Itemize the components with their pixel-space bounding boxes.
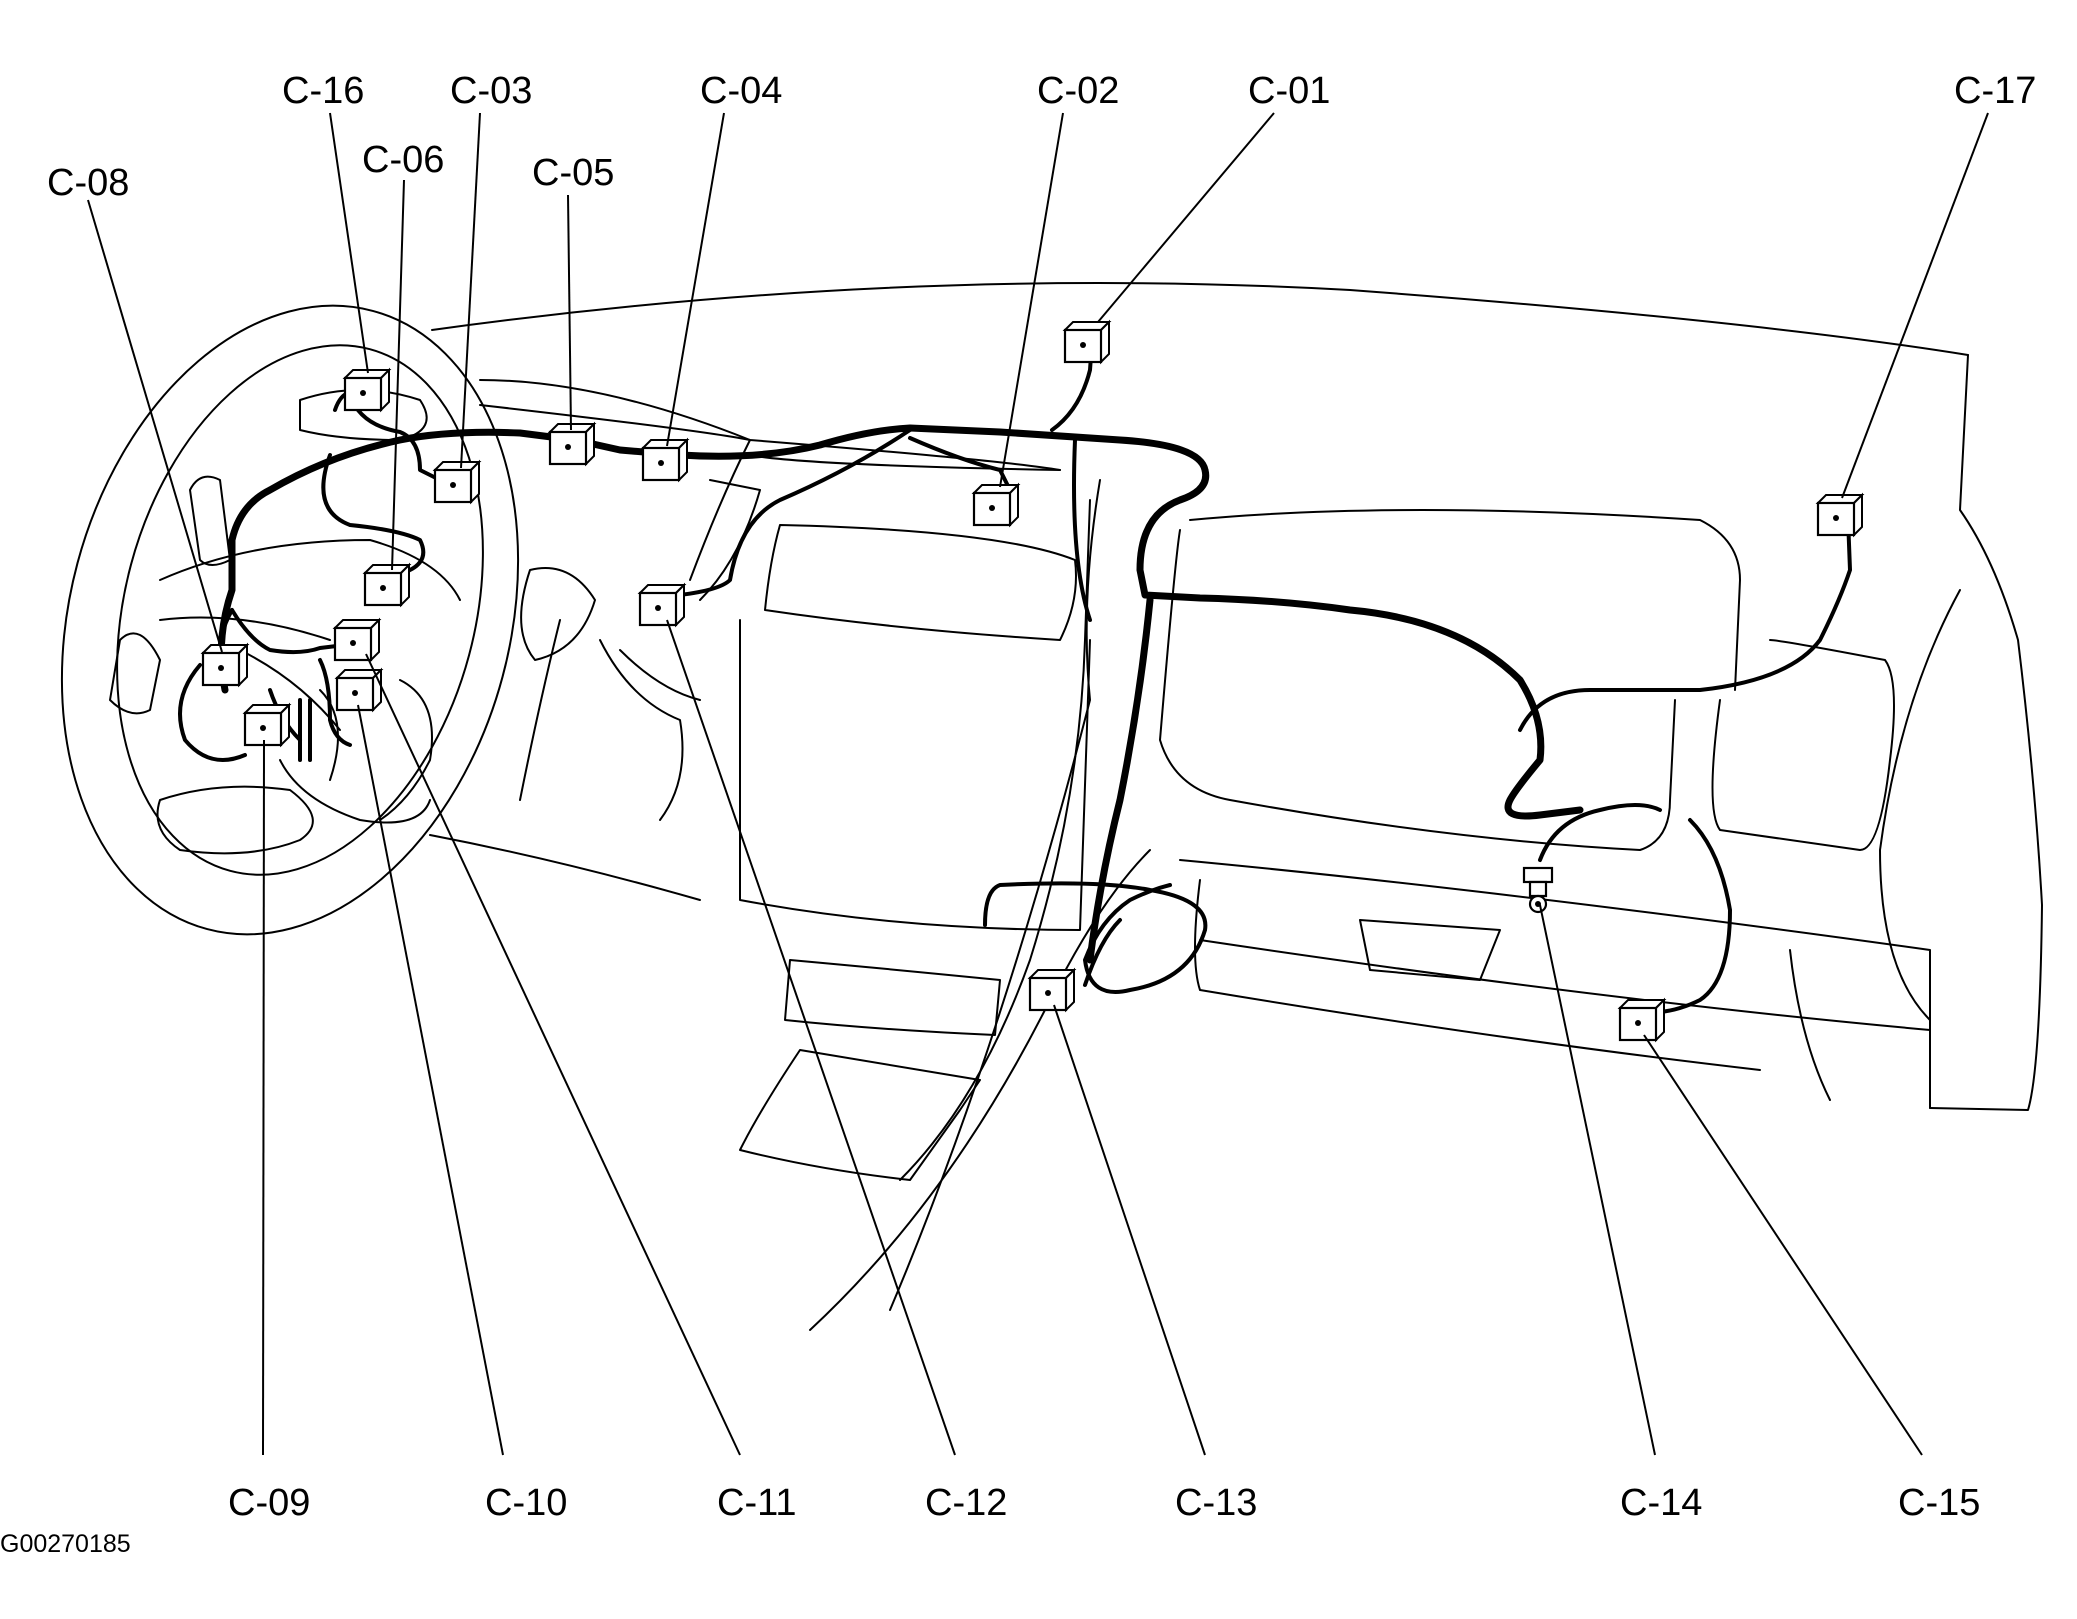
dashboard-outline: [60, 282, 2043, 1331]
leader-c03: [460, 112, 481, 469]
leader-c09: [262, 739, 265, 1456]
callout-labels: C-16 C-03 C-04 C-02 C-01 C-17 C-06 C-05 …: [47, 70, 2036, 1524]
connector-c09: [243, 703, 291, 747]
leader-lines: [87, 112, 1989, 1456]
label-c06: C-06: [362, 139, 444, 181]
connector-c13: [1028, 968, 1076, 1012]
label-c09: C-09: [228, 1482, 310, 1524]
connector-c17: [1816, 493, 1864, 537]
connector-c03: [433, 460, 481, 504]
connector-c12: [638, 583, 686, 627]
leader-c01: [1097, 112, 1275, 323]
connector-c10: [335, 668, 383, 712]
label-c05: C-05: [532, 152, 614, 194]
leader-c14: [1539, 904, 1656, 1456]
leader-c06: [391, 179, 405, 571]
connector-c15: [1618, 998, 1666, 1042]
connector-c01: [1063, 320, 1111, 364]
connector-c04: [641, 438, 689, 482]
label-c01: C-01: [1248, 70, 1330, 112]
connector-c05: [548, 422, 596, 466]
label-c17: C-17: [1954, 70, 2036, 112]
connector-c06: [363, 563, 411, 607]
label-c03: C-03: [450, 70, 532, 112]
leader-c02: [999, 112, 1064, 488]
label-c08: C-08: [47, 162, 129, 204]
connectors: [201, 320, 1864, 1042]
connector-c11: [333, 618, 381, 662]
leader-c11: [365, 653, 741, 1456]
leader-c15: [1643, 1034, 1923, 1456]
leader-c08: [87, 199, 223, 653]
label-c14: C-14: [1620, 1482, 1702, 1524]
wiring-harness: [178, 340, 1852, 1014]
leader-c10: [357, 704, 504, 1456]
connector-c08: [201, 643, 249, 687]
label-c10: C-10: [485, 1482, 567, 1524]
leader-c05: [567, 194, 572, 431]
label-c15: C-15: [1898, 1482, 1980, 1524]
label-c16: C-16: [282, 70, 364, 112]
leader-c13: [1053, 1004, 1206, 1456]
label-c11: C-11: [717, 1482, 797, 1524]
label-c13: C-13: [1175, 1482, 1257, 1524]
figure-id: G00270185: [0, 1530, 131, 1558]
connector-c02: [972, 483, 1020, 527]
label-c02: C-02: [1037, 70, 1119, 112]
label-c12: C-12: [925, 1482, 1007, 1524]
leader-c16: [329, 112, 369, 374]
leader-c12: [666, 619, 956, 1456]
leader-c17: [1841, 112, 1989, 499]
leader-c04: [666, 112, 725, 447]
connector-c16: [343, 368, 391, 412]
connector-c14: [1522, 866, 1554, 914]
label-c04: C-04: [700, 70, 782, 112]
